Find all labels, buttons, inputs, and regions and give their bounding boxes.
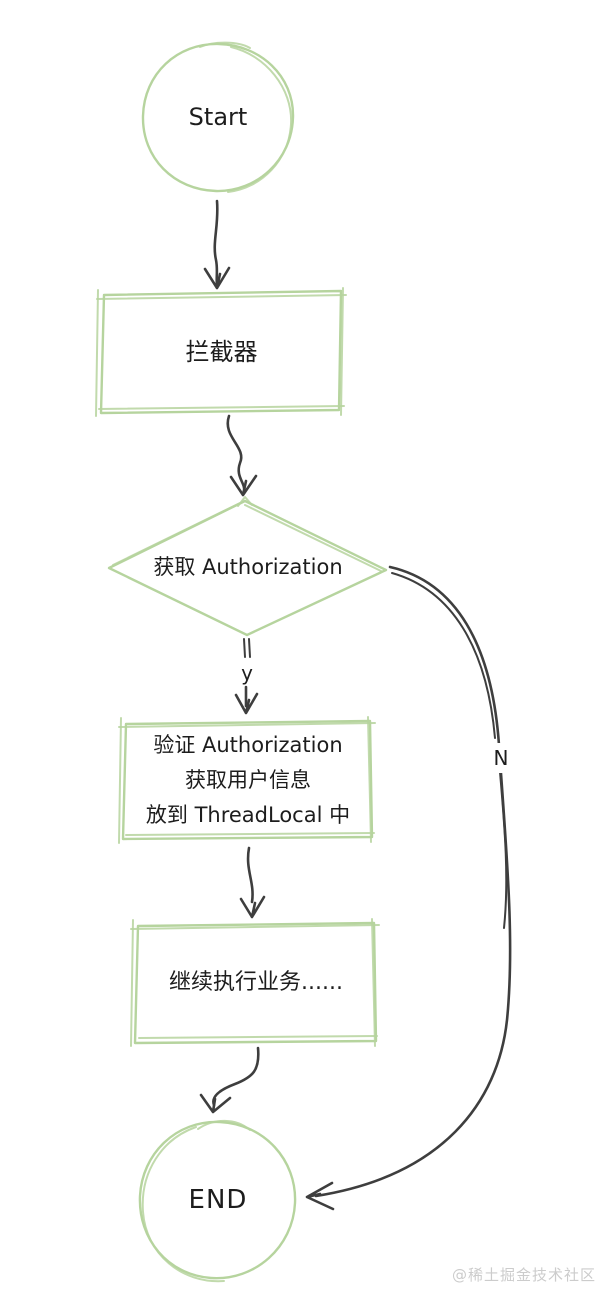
edge-start-interceptor xyxy=(203,199,231,290)
watermark: @稀土掘金技术社区 xyxy=(451,1266,596,1284)
business-node-label: 继续执行业务...... xyxy=(169,969,343,995)
verify-node-shape xyxy=(118,716,376,844)
interceptor-node-shape xyxy=(95,287,347,417)
verify-line-2: 获取用户信息 xyxy=(185,768,311,792)
start-node-shape xyxy=(141,41,295,193)
edge-decision-end xyxy=(305,565,512,1211)
start-node-label: Start xyxy=(188,103,248,132)
no-branch-label: N xyxy=(486,743,516,773)
edge-decision-verify xyxy=(234,638,259,715)
verify-line-1: 验证 Authorization xyxy=(153,733,343,757)
business-node-shape xyxy=(130,918,380,1047)
edge-verify-business xyxy=(239,846,266,919)
decision-node-label: 获取 Authorization xyxy=(153,555,343,580)
yes-branch-label: y xyxy=(241,661,253,685)
edge-business-end xyxy=(199,1046,260,1114)
decision-node-shape xyxy=(107,496,388,637)
interceptor-node-label: 拦截器 xyxy=(185,337,258,366)
verify-line-3: 放到 ThreadLocal 中 xyxy=(145,803,351,827)
end-node-label: END xyxy=(188,1184,248,1215)
edge-interceptor-decision xyxy=(226,414,258,497)
verify-node-label: 验证 Authorization 获取用户信息 放到 ThreadLocal 中 xyxy=(123,722,373,839)
end-node-shape xyxy=(138,1119,297,1283)
